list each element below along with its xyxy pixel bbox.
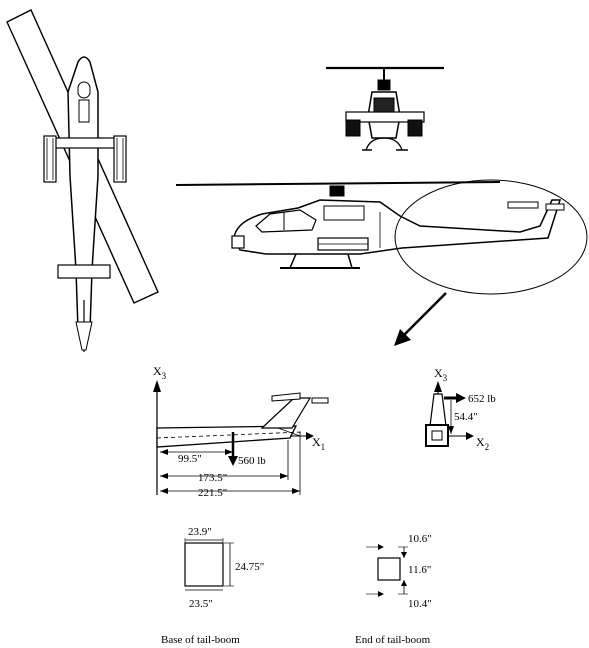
x2-axis-label: X2 [476, 435, 489, 452]
helicopter-front-view [326, 66, 444, 151]
helicopter-top-view [6, 9, 159, 352]
load-560-label: 560 lb [238, 455, 266, 467]
end-middle-dim: 11.6" [408, 564, 431, 576]
load-560-arrow [228, 456, 238, 466]
base-bottom-dim: 23.5" [189, 598, 213, 610]
end-section: 10.6" 11.6" 10.4" End of tail-boom [355, 533, 432, 646]
fuselage [67, 56, 99, 331]
x3-axis-label: X3 [153, 364, 167, 381]
end-bottom-dim: 10.4" [408, 598, 432, 610]
dim-99-5: 99.5" [178, 453, 202, 465]
base-section-box [184, 542, 224, 587]
base-caption: Base of tail-boom [161, 634, 240, 646]
tailboom-end-schematic: X3 X2 652 lb 54.4" [425, 366, 496, 452]
tailboom-side-schematic: X3 X1 560 lb 99.5" 173.5" 221. [153, 364, 329, 499]
base-section: 23.9" 24.75" 23.5" Base of tail-boom [161, 526, 264, 646]
helicopter-side-view [175, 181, 565, 269]
base-top-dim: 23.9" [188, 526, 212, 538]
x1-axis-label: X1 [312, 435, 325, 452]
pointer-arrow [403, 292, 447, 336]
end-top-dim: 10.6" [408, 533, 432, 545]
load-652-arrow [456, 393, 466, 403]
load-652-label: 652 lb [468, 393, 496, 405]
end-section-box [377, 557, 401, 581]
side-fuselage [233, 199, 562, 255]
tailboom-highlight-ellipse [394, 179, 588, 295]
base-right-dim: 24.75" [235, 561, 264, 573]
height-54-4: 54.4" [454, 411, 478, 423]
end-x3-axis-label: X3 [434, 366, 448, 383]
dim-173-5: 173.5" [198, 472, 227, 484]
dim-221-5: 221.5" [198, 487, 227, 499]
end-caption: End of tail-boom [355, 634, 431, 646]
